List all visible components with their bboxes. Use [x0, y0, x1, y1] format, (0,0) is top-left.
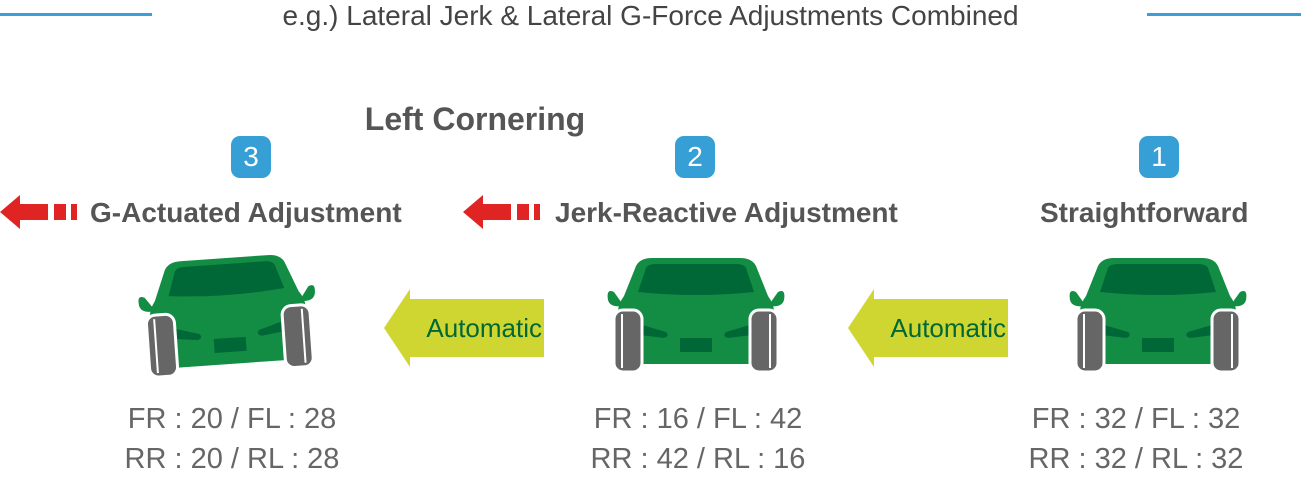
- car-icon: [606, 256, 786, 374]
- title-rule-right: [1147, 13, 1301, 16]
- step-badge-2: 2: [675, 136, 715, 178]
- title-rule-left: [0, 13, 152, 16]
- step-label-1: Straightforward: [1040, 197, 1249, 228]
- automatic-label: Automatic: [426, 313, 542, 343]
- front-values: FR : 16 / FL : 42: [593, 403, 803, 435]
- front-values: FR : 20 / FL : 28: [127, 403, 337, 435]
- automatic-arrow: Automatic: [848, 289, 1008, 367]
- step-label-2: Jerk-Reactive Adjustment: [555, 197, 898, 228]
- front-values: FR : 32 / FL : 32: [1031, 403, 1241, 435]
- step-label-3: G-Actuated Adjustment: [90, 197, 402, 228]
- diagram-title: e.g.) Lateral Jerk & Lateral G-Force Adj…: [282, 0, 1019, 31]
- section-title: Left Cornering: [364, 101, 586, 137]
- red-left-arrow-icon: [463, 195, 540, 229]
- car-icon: [1068, 256, 1248, 374]
- step-badge-1: 1: [1139, 136, 1179, 178]
- step-badge-3: 3: [231, 136, 271, 178]
- rear-values: RR : 32 / RL : 32: [1028, 443, 1244, 475]
- automatic-label: Automatic: [890, 313, 1006, 343]
- car-icon: [134, 250, 322, 380]
- red-left-arrow-icon: [0, 195, 77, 229]
- automatic-arrow: Automatic: [384, 289, 544, 367]
- rear-values: RR : 20 / RL : 28: [124, 443, 340, 475]
- rear-values: RR : 42 / RL : 16: [590, 443, 806, 475]
